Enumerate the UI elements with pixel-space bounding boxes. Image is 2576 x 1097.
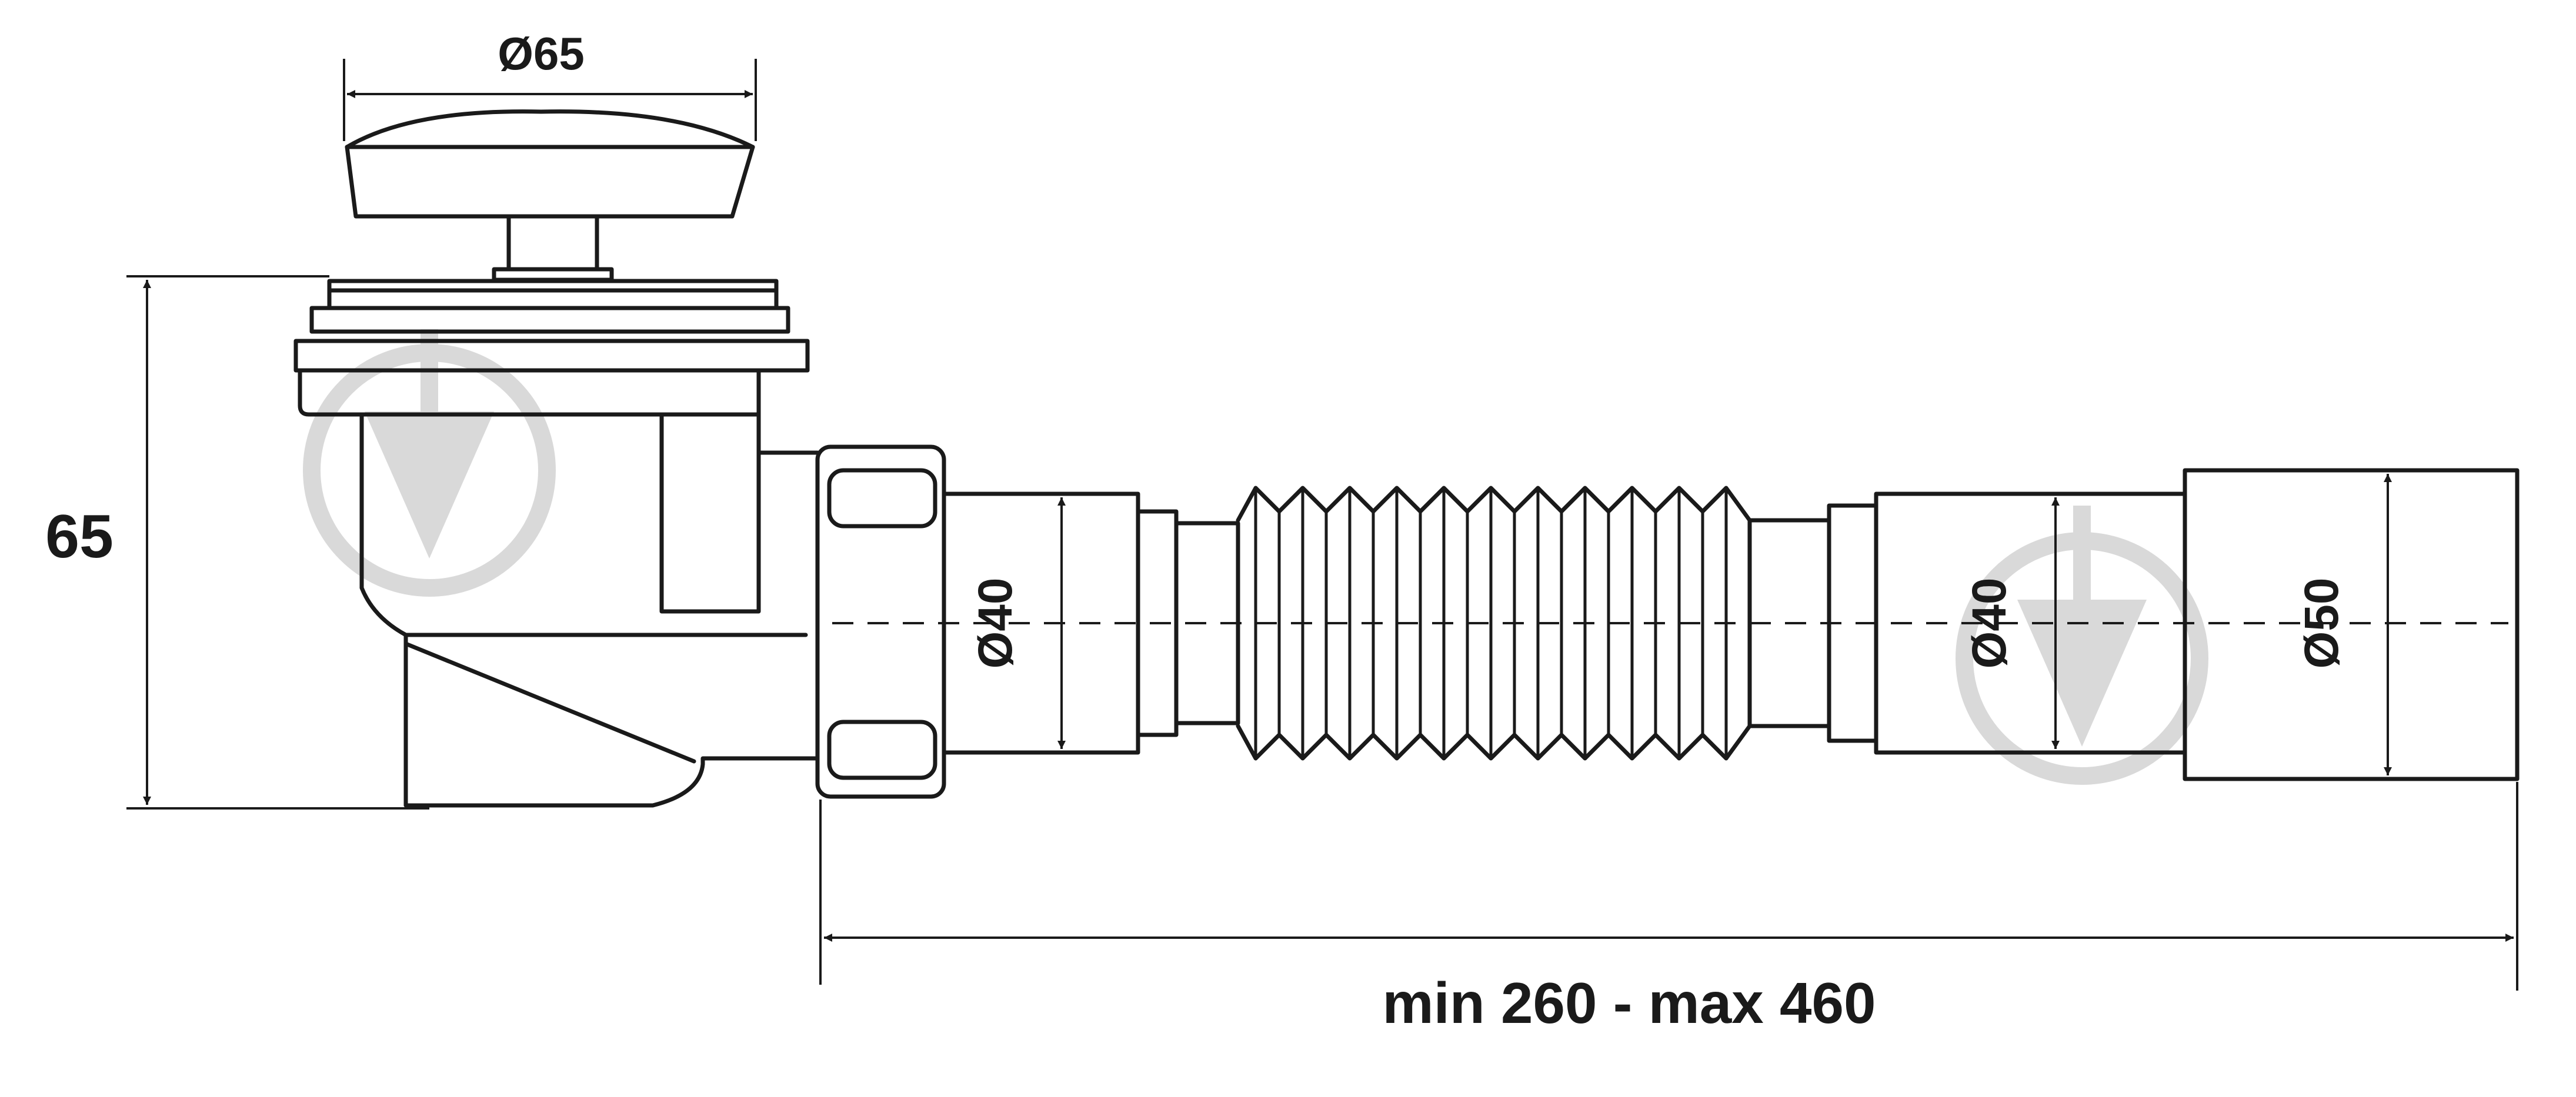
dimension-pipe-diameter-right: Ø40 — [1963, 497, 2060, 749]
dimension-pipe-diameter-left: Ø40 — [969, 497, 1066, 749]
watermark-drop-icon — [303, 329, 556, 597]
pipe-diameter-left-label: Ø40 — [969, 578, 1022, 669]
outlet-diameter-label: Ø50 — [2295, 578, 2348, 669]
corrugated-hose — [1236, 486, 1752, 761]
length-range-label: min 260 - max 460 — [1383, 971, 1876, 1035]
body-height-label: 65 — [45, 503, 114, 571]
drain-cap — [345, 109, 755, 282]
cap-diameter-label: Ø65 — [498, 28, 584, 79]
outlet-pipe — [2183, 468, 2520, 781]
watermark-drop-icon — [1956, 506, 2208, 785]
union-nut — [815, 444, 946, 799]
dimension-outlet-diameter: Ø50 — [2295, 474, 2392, 775]
dimension-cap-diameter: Ø65 — [343, 28, 757, 141]
dimension-length: min 260 - max 460 — [819, 782, 2518, 1035]
pipe-diameter-right-label: Ø40 — [1963, 578, 2016, 669]
drain-body — [293, 279, 820, 808]
dimension-body-height: 65 — [45, 275, 429, 810]
